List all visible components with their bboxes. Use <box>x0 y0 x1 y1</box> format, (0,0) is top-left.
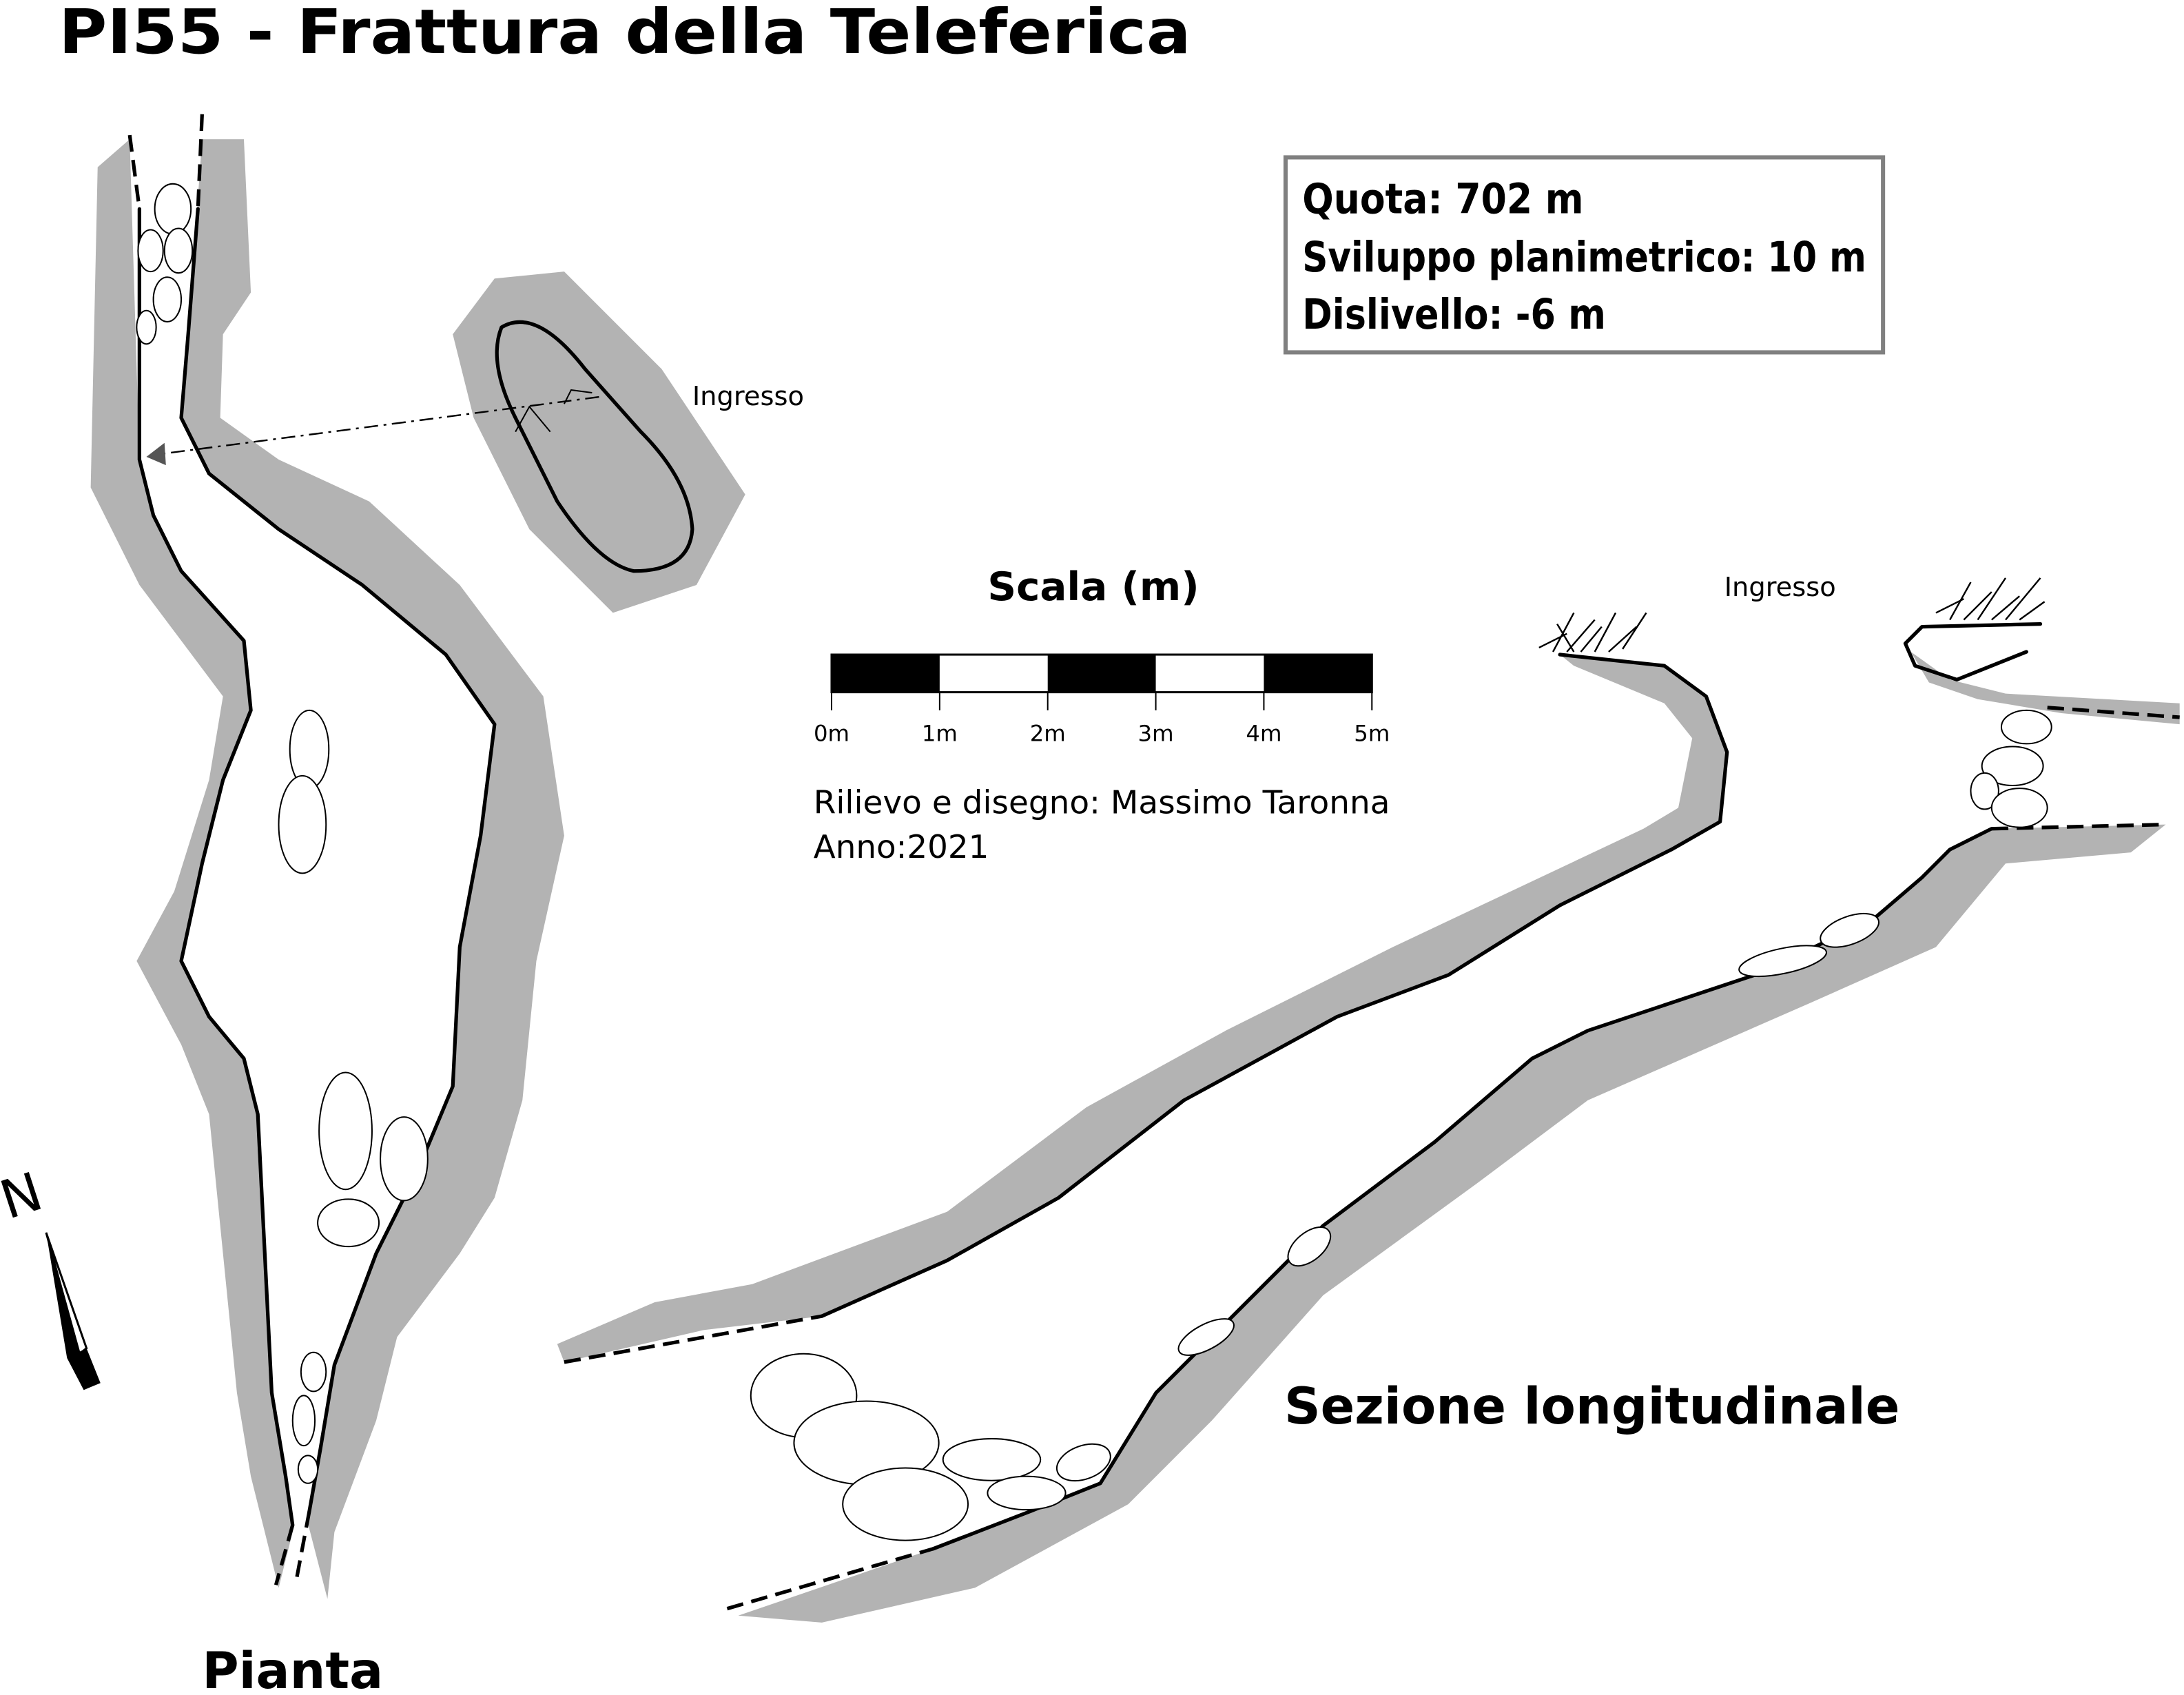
scale-bar: Scala (m) 0m 1m 2m 3m 4m 5m <box>814 564 1390 746</box>
page-title: PI55 - Frattura della Teleferica <box>59 0 1191 68</box>
plan-entrance-label: Ingresso <box>692 381 804 412</box>
info-sviluppo: Sviluppo planimetrico: 10 m <box>1302 234 1866 282</box>
info-box: Quota: 702 m Sviluppo planimetrico: 10 m… <box>1283 155 1886 355</box>
info-dislivello: Dislivello: -6 m <box>1302 291 1606 339</box>
section-view: Ingresso Sezione longitudinale <box>557 572 2180 1623</box>
scale-title: Scala (m) <box>987 564 1199 610</box>
plan-rocks <box>136 183 429 1484</box>
plan-label: Pianta <box>202 1642 383 1695</box>
scale-label-4: 4m <box>1246 720 1281 746</box>
north-label: N <box>0 1161 50 1231</box>
credits-year: Anno:2021 <box>814 828 989 865</box>
entrance-arrow <box>160 395 599 455</box>
section-rocks <box>750 709 2052 1541</box>
credits-author: Rilievo e disegno: Massimo Taronna <box>814 783 1390 821</box>
info-quota: Quota: 702 m <box>1302 175 1583 223</box>
scale-label-1: 1m <box>922 720 958 746</box>
scale-label-2: 2m <box>1030 720 1066 746</box>
grass-icon <box>1538 577 2046 653</box>
north-arrow-icon: N <box>0 1161 101 1390</box>
scale-label-0: 0m <box>814 720 849 746</box>
scale-label-5: 5m <box>1354 720 1390 746</box>
section-label: Sezione longitudinale <box>1284 1377 1899 1436</box>
plan-view: Ingresso Pianta <box>90 114 804 1695</box>
scale-label-3: 3m <box>1138 720 1174 746</box>
section-entrance-label: Ingresso <box>1724 572 1836 603</box>
arrowhead-icon <box>146 442 166 466</box>
